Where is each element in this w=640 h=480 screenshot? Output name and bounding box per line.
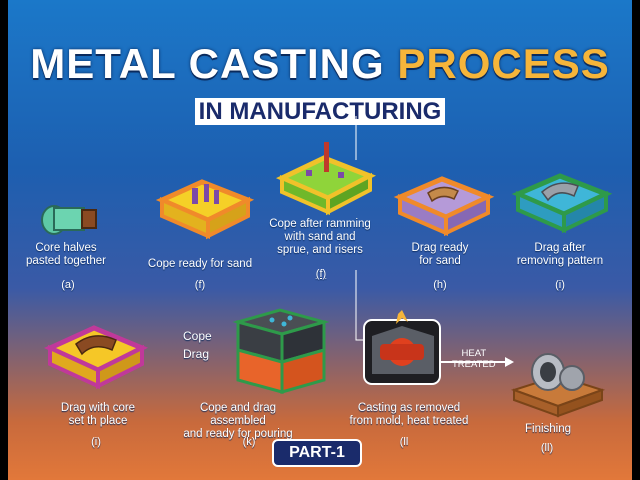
finished-part-icon bbox=[510, 353, 606, 418]
subtitle-text: IN MANUFACTURING bbox=[194, 98, 446, 125]
drag-pattern-box-icon bbox=[511, 173, 613, 234]
page-subtitle: IN MANUFACTURING bbox=[0, 98, 640, 126]
step-caption: Cope ready for sand bbox=[147, 258, 253, 270]
step-label: (i) bbox=[555, 279, 565, 291]
title-accent-text: PROCESS bbox=[397, 40, 610, 87]
part-badge: PART-1 bbox=[272, 439, 362, 467]
step-caption: Core halves pasted together bbox=[26, 242, 106, 267]
step-label: (ll) bbox=[540, 442, 554, 454]
casting-mold-icon bbox=[363, 310, 441, 385]
heat-treated-label: HEAT TREATED bbox=[452, 348, 496, 370]
cope-ready-box-icon bbox=[155, 179, 255, 240]
assembled-mold-icon bbox=[232, 308, 330, 394]
title-main-text: METAL CASTING bbox=[30, 40, 398, 87]
core-halves-icon bbox=[41, 205, 97, 235]
drag-label: Drag bbox=[183, 347, 210, 361]
step-caption: Cope and drag assembled and ready for po… bbox=[183, 402, 293, 440]
step-caption: Cope after ramming with sand and sprue, … bbox=[269, 218, 371, 256]
step-label: (k) bbox=[242, 436, 256, 448]
step-label: (f) bbox=[194, 279, 206, 291]
step-caption: Drag with core set th place bbox=[60, 402, 136, 427]
step-caption: Casting as removed from mold, heat treat… bbox=[349, 402, 469, 427]
cope-rammed-box-icon bbox=[275, 142, 377, 216]
step-caption: Finishing bbox=[524, 423, 572, 435]
drag-core-box-icon bbox=[43, 325, 149, 390]
step-label: (h) bbox=[433, 279, 447, 291]
step-label: (f) bbox=[315, 268, 327, 280]
step-label: (i) bbox=[91, 436, 101, 448]
step-caption: Drag after removing pattern bbox=[516, 242, 604, 267]
page-title: METAL CASTING PROCESS bbox=[0, 40, 640, 88]
drag-ready-box-icon bbox=[393, 176, 495, 237]
step-caption: Drag ready for sand bbox=[411, 242, 469, 267]
step-label: (ll bbox=[399, 436, 409, 448]
step-label: (a) bbox=[61, 279, 75, 291]
cope-label: Cope bbox=[183, 329, 212, 343]
